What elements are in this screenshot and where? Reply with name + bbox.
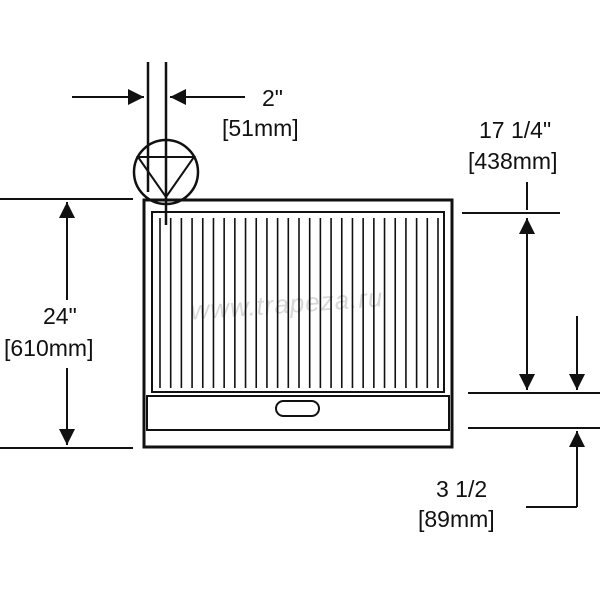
grill-ribs — [159, 218, 439, 388]
grill-plate — [151, 211, 445, 393]
depth-metric: [610mm] — [4, 335, 93, 361]
watermark: www.trapeza.ru — [189, 282, 384, 325]
height-top-metric: [438mm] — [468, 148, 557, 174]
appliance-body — [142, 198, 454, 449]
control-knob — [275, 400, 320, 417]
depth-imperial: 24" — [43, 303, 77, 329]
height-bottom-dimension — [526, 316, 585, 508]
height-top-dimension — [462, 182, 600, 429]
depth-dimension — [0, 198, 133, 449]
height-top-imperial: 17 1/4" — [479, 117, 551, 143]
connection-symbol — [132, 62, 200, 225]
height-bottom-metric: [89mm] — [418, 506, 495, 532]
width-top-metric: [51mm] — [222, 115, 299, 141]
width-top-imperial: 2" — [262, 85, 283, 111]
height-bottom-imperial: 3 1/2 — [436, 476, 487, 502]
